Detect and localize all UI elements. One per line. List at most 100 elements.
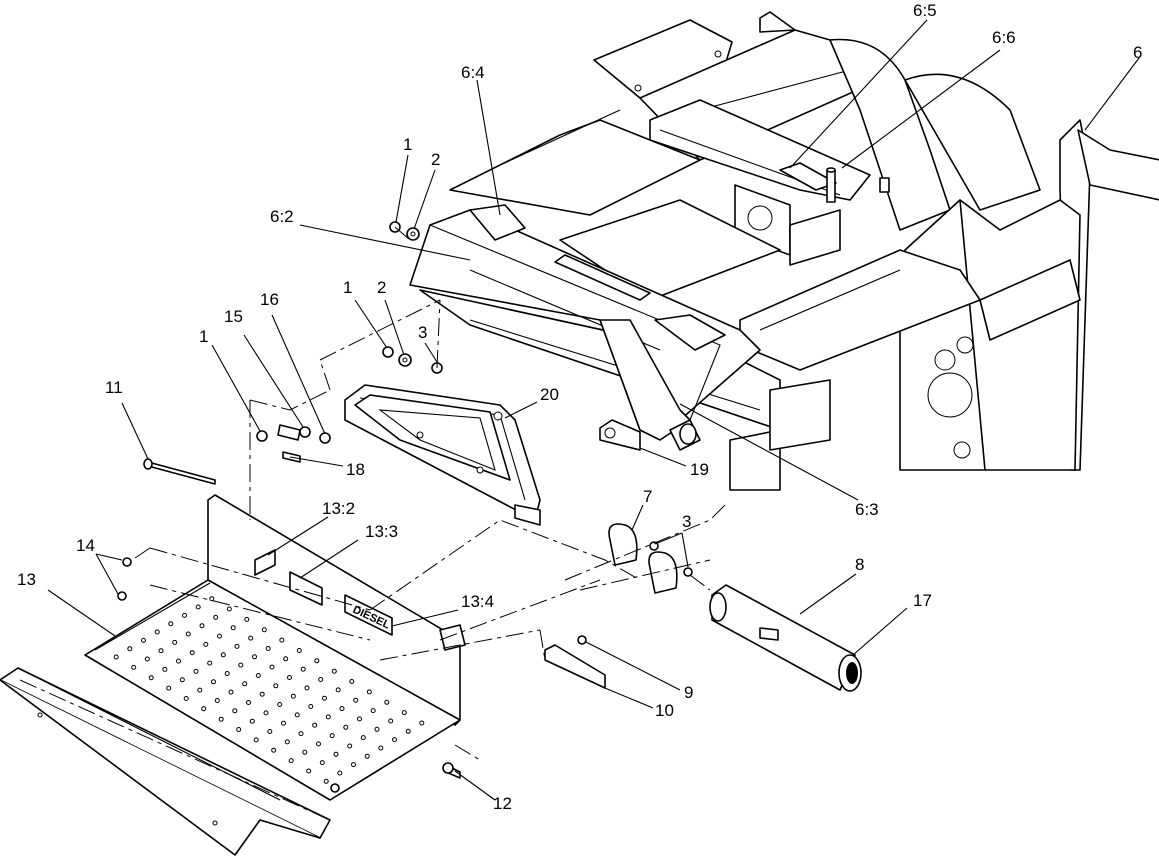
perforation-hole	[232, 708, 238, 714]
perforation-hole	[349, 679, 355, 684]
perforation-hole	[357, 716, 362, 722]
callout-13-2: 13:2	[322, 499, 355, 518]
callout-6-5: 6:5	[913, 1, 937, 20]
perforation-hole	[168, 621, 174, 627]
lower-guard	[0, 667, 331, 856]
perforation-hole	[366, 689, 372, 695]
perforation-hole	[353, 697, 359, 703]
perforation-hole	[203, 641, 209, 647]
perforation-hole	[261, 627, 267, 633]
fasteners-upper	[143, 221, 443, 485]
perforation-hole	[265, 646, 271, 651]
perforation-hole	[318, 677, 324, 682]
perforation-hole	[298, 731, 304, 737]
perforation-hole	[277, 702, 283, 707]
callout-9: 9	[684, 683, 693, 702]
callout-1-middle: 1	[343, 278, 352, 297]
perforation-hole	[306, 768, 312, 774]
perforation-hole	[199, 623, 205, 629]
perforation-hole	[374, 726, 380, 732]
perforation-hole	[339, 706, 345, 712]
perforation-hole	[364, 753, 370, 759]
leader-lines	[47, 19, 1140, 801]
callout-2-upper: 2	[431, 150, 440, 169]
callout-6-6: 6:6	[992, 28, 1016, 47]
callout-13: 13	[17, 570, 36, 589]
perforation-hole	[234, 643, 240, 649]
perforation-hole	[242, 681, 248, 687]
callout-17: 17	[913, 591, 932, 610]
perforation-hole	[185, 631, 191, 637]
perforation-hole	[207, 660, 213, 666]
perforation-hole	[304, 685, 310, 691]
perforation-hole	[248, 635, 254, 641]
callout-6-4: 6:4	[461, 63, 485, 82]
perforation-hole	[259, 691, 265, 697]
perforation-hole	[333, 751, 339, 757]
perforation-hole	[331, 668, 337, 674]
perforation-hole	[214, 698, 220, 703]
perforation-hole	[314, 658, 320, 664]
callout-12: 12	[493, 794, 512, 813]
perforation-hole	[249, 718, 255, 724]
perforation-hole	[172, 639, 178, 645]
perforation-hole	[360, 735, 366, 741]
perforation-hole	[162, 666, 168, 672]
frame-assembly	[409, 11, 1159, 491]
callout-labels: 6:5 6:6 6 6:4 1 2 6:2 1 2 3 16 15 1 11 2…	[17, 1, 1142, 813]
callout-2-middle: 2	[377, 278, 386, 297]
perforation-hole	[226, 606, 232, 612]
clamps-and-tube	[117, 523, 862, 779]
perforation-hole	[325, 714, 331, 720]
perforation-hole	[113, 654, 119, 660]
callout-6-2: 6:2	[270, 207, 294, 226]
callout-13-4: 13:4	[461, 592, 494, 611]
perforation-hole	[211, 679, 216, 685]
perforation-hole	[201, 706, 207, 712]
perforation-hole	[158, 648, 164, 654]
perforation-hole	[144, 656, 150, 662]
perforation-hole	[154, 629, 160, 635]
perforation-hole	[220, 652, 226, 658]
perforation-hole	[182, 612, 187, 618]
perforation-hole	[141, 637, 146, 643]
perforation-hole	[244, 616, 250, 622]
perforation-hole	[281, 720, 286, 726]
perforation-hole	[419, 720, 425, 726]
perforation-hole	[179, 677, 185, 683]
perforation-hole	[335, 687, 341, 693]
perforation-hole	[323, 778, 329, 784]
perforation-hole	[392, 737, 397, 743]
callout-19: 19	[690, 460, 709, 479]
perforation-hole	[284, 739, 290, 745]
perforation-hole	[224, 671, 230, 676]
perforation-hole	[209, 596, 215, 602]
callout-6: 6	[1133, 43, 1142, 62]
perforation-hole	[176, 658, 181, 664]
perforation-hole	[193, 668, 199, 674]
perforation-hole	[347, 743, 353, 749]
perforation-hole	[288, 758, 294, 764]
perforation-hole	[195, 604, 201, 610]
perforation-holes	[113, 596, 425, 784]
perforation-hole	[294, 712, 300, 718]
perforation-hole	[273, 683, 279, 689]
perforation-hole	[246, 700, 251, 705]
perforation-hole	[343, 724, 349, 730]
perforation-hole	[351, 762, 356, 768]
perforation-hole	[316, 741, 321, 747]
perforation-hole	[255, 673, 261, 678]
perforation-hole	[217, 633, 222, 639]
perforation-hole	[322, 695, 327, 701]
callout-18: 18	[346, 460, 365, 479]
perforation-hole	[401, 710, 407, 716]
perforation-hole	[296, 648, 302, 653]
perforation-hole	[218, 716, 224, 722]
callout-14: 14	[76, 536, 95, 555]
callout-6-3: 6:3	[855, 500, 879, 519]
perforation-hole	[197, 687, 203, 693]
perforation-hole	[271, 747, 277, 753]
perforation-hole	[279, 637, 285, 643]
perforation-hole	[308, 704, 314, 709]
perforation-hole	[238, 662, 244, 668]
